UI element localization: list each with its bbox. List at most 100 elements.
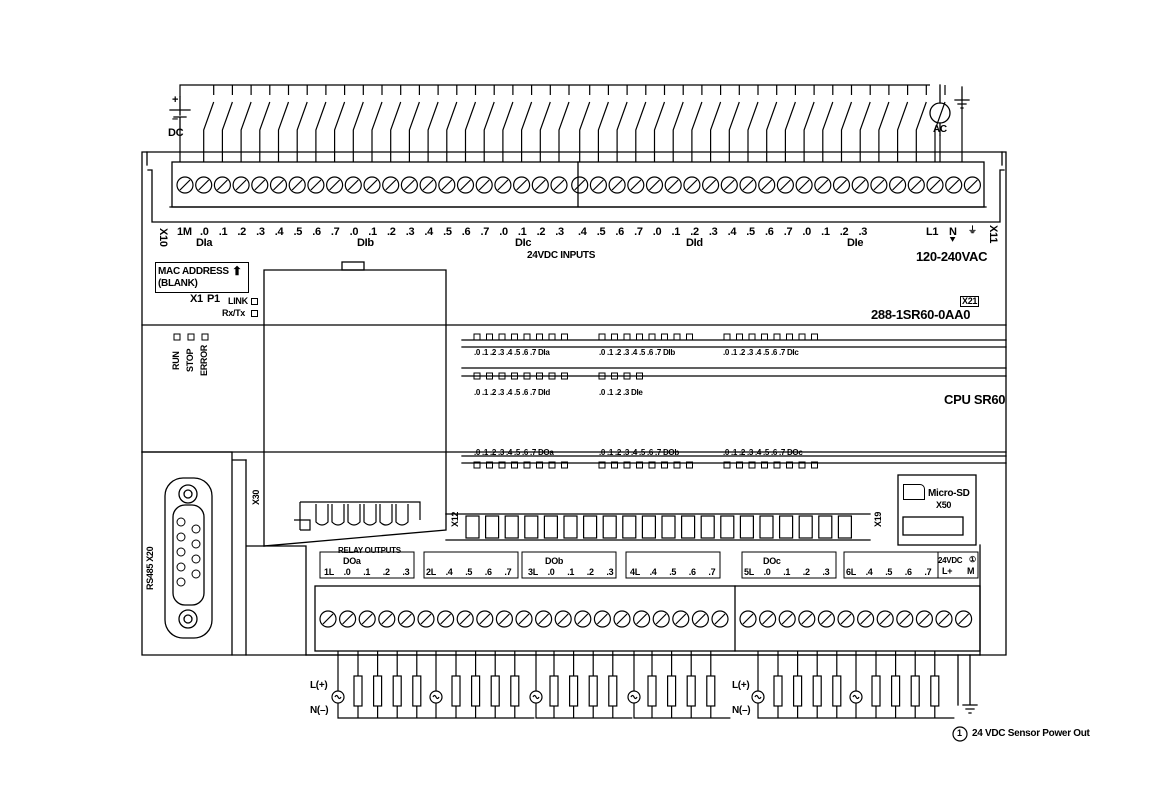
x12-pin <box>465 515 480 539</box>
relay-title: RELAY OUTPUTS <box>338 546 401 555</box>
input-terminal-label: 1M <box>177 226 192 238</box>
sensor-footnote-marker: ① <box>969 555 976 564</box>
input-screw-slot <box>966 179 978 191</box>
input-terminal-label: .4 <box>424 226 433 238</box>
output-screw-slot <box>322 613 334 625</box>
ground-terminal-icon: ⏚ <box>968 225 977 235</box>
dc-label: DC <box>168 127 184 139</box>
input-screw <box>251 176 269 194</box>
input-screws <box>176 176 982 194</box>
input-screw-slot <box>779 179 791 191</box>
load-resistor <box>773 675 783 707</box>
output-terminal-label: .4 <box>445 567 453 577</box>
input-screw-slot <box>516 179 528 191</box>
input-terminal-label: .6 <box>615 226 624 238</box>
input-switch-wire <box>521 85 533 162</box>
output-screw <box>319 610 337 628</box>
output-screw <box>758 610 777 628</box>
input-screw <box>176 176 194 194</box>
load-resistor <box>373 675 383 707</box>
input-screw <box>945 176 963 194</box>
x30-label: X30 <box>251 489 261 505</box>
led <box>748 461 756 469</box>
led <box>786 461 793 469</box>
input-screw-slot <box>273 179 284 191</box>
cover-vent <box>315 504 329 526</box>
output-screw <box>554 610 572 628</box>
input-switch-wire <box>635 85 647 162</box>
led <box>798 333 806 341</box>
output-screw <box>837 610 855 628</box>
output-screw-slot <box>440 613 452 625</box>
input-screw-slot <box>854 179 866 191</box>
voltage-label: 120-240VAC <box>916 249 988 264</box>
input-terminal-label: .5 <box>596 226 606 238</box>
load-resistor <box>392 675 402 707</box>
x12-pin <box>543 515 559 539</box>
led <box>811 333 818 341</box>
output-terminal-label: .0 <box>763 567 771 577</box>
cover-vent <box>395 504 409 526</box>
input-screw-slot <box>460 179 471 191</box>
load-supply-wire <box>435 651 535 719</box>
input-screw-slot <box>742 179 754 191</box>
output-terminal-label: .1 <box>783 567 791 577</box>
input-screw <box>870 176 888 194</box>
x12-pin <box>700 515 715 539</box>
cpu-body-outline <box>141 151 1007 656</box>
led <box>623 372 631 380</box>
rxtx-label: Rx/Tx <box>222 308 246 318</box>
output-terminal-label: 5L <box>744 567 754 577</box>
input-screw <box>269 176 288 194</box>
input-screw <box>739 176 757 194</box>
part-number: 288-1SR60-0AA0 <box>871 307 971 322</box>
led <box>761 333 768 341</box>
led <box>523 372 531 380</box>
led <box>661 333 668 341</box>
output-screw <box>613 610 631 628</box>
output-terminal-label: .6 <box>688 567 696 577</box>
output-screw-slot <box>538 613 550 625</box>
led-labels-dib: .0 .1 .2 .3 .4 .5 .6 .7 DIb <box>599 348 675 357</box>
x12-pin <box>798 515 813 539</box>
output-terminal-label: .1 <box>363 567 371 577</box>
ac-supply-wire <box>939 100 963 162</box>
led <box>473 372 481 380</box>
input-screw <box>419 176 437 194</box>
output-screw-slot <box>820 613 832 625</box>
x12-pin <box>504 515 519 539</box>
footnote-number: 1 <box>957 728 962 738</box>
input-switch-wire <box>240 85 252 162</box>
input-switch-wire <box>710 85 722 162</box>
input-screw-slot <box>478 179 490 191</box>
footnote-text: 24 VDC Sensor Power Out <box>972 728 1090 739</box>
dsub-pin <box>191 554 201 564</box>
input-screw <box>963 176 982 194</box>
group-dib: DIb <box>357 237 374 249</box>
led <box>498 461 506 469</box>
led <box>473 461 481 469</box>
x12-pin <box>602 515 617 539</box>
output-screw-slot <box>596 613 608 625</box>
input-screw <box>907 176 925 194</box>
output-screw <box>339 610 357 628</box>
input-screw-slot <box>347 179 359 191</box>
output-screw-slot <box>742 613 754 625</box>
output-terminal-label: .3 <box>606 567 614 577</box>
x12-pin <box>641 515 657 539</box>
output-screw <box>378 610 396 628</box>
led <box>636 333 643 341</box>
output-terminal-label: .1 <box>567 567 575 577</box>
load-nminus-right: N(–) <box>732 705 751 716</box>
input-terminal-label: .0 <box>200 226 209 238</box>
input-terminal-label: .0 <box>349 226 359 238</box>
input-screw <box>307 176 325 194</box>
output-loads <box>331 651 955 719</box>
led <box>548 333 556 341</box>
output-terminal-label: 6L <box>846 567 856 577</box>
output-screw-slot <box>781 613 793 625</box>
input-switch-wire <box>371 85 383 162</box>
input-switch-wire <box>408 85 420 162</box>
dc-minus-label: – <box>172 113 178 125</box>
